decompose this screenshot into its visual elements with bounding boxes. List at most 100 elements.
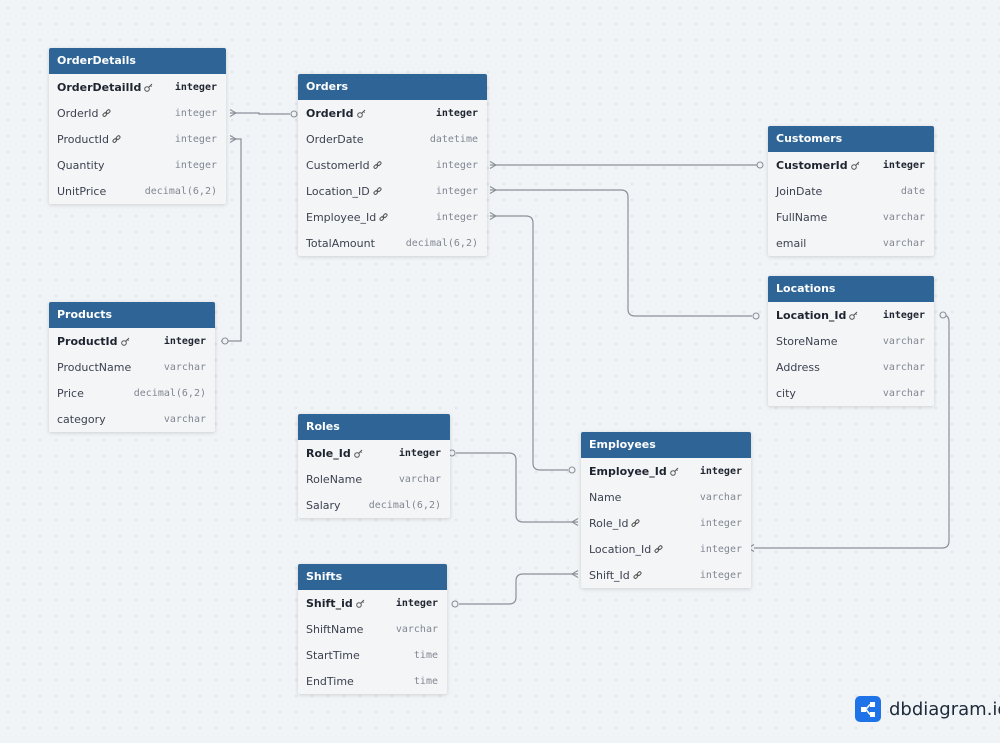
- field-type: varchar: [882, 387, 925, 399]
- link-icon: [101, 108, 111, 118]
- field-name: Employee_Id: [306, 210, 377, 224]
- brand-name: dbdiagram.io: [889, 698, 1000, 720]
- field-name: CustomerId: [306, 158, 370, 172]
- table-header[interactable]: OrderDetails: [49, 48, 226, 74]
- one-end-marker: [752, 312, 760, 320]
- table-header[interactable]: Employees: [581, 432, 751, 458]
- one-end-marker: [290, 110, 298, 118]
- field-name: FullName: [776, 210, 828, 224]
- table-header[interactable]: Locations: [768, 276, 934, 302]
- one-end-marker: [221, 337, 229, 345]
- field-type: integer: [174, 81, 217, 93]
- one-end-marker: [568, 466, 576, 474]
- field-type: varchar: [395, 623, 438, 635]
- field-row[interactable]: ShiftName varchar: [298, 616, 447, 642]
- field-name: OrderId: [57, 106, 99, 120]
- field-name: ShiftName: [306, 622, 364, 636]
- link-icon: [373, 160, 382, 170]
- field-row[interactable]: FullName varchar: [768, 204, 934, 230]
- field-name: StoreName: [776, 334, 838, 348]
- field-row[interactable]: Role_Id integer: [298, 440, 450, 466]
- field-name: Price: [57, 386, 84, 400]
- table-header[interactable]: Shifts: [298, 564, 447, 590]
- field-type: integer: [435, 159, 478, 171]
- field-type: integer: [882, 159, 925, 171]
- many-end-marker: [229, 135, 238, 143]
- field-type: integer: [398, 447, 441, 459]
- field-type: integer: [174, 133, 217, 145]
- field-name: OrderDate: [306, 132, 364, 146]
- many-end-marker: [489, 186, 498, 194]
- field-type: varchar: [699, 491, 742, 503]
- share-nodes-icon: [855, 696, 881, 722]
- field-name: Role_Id: [306, 446, 351, 460]
- field-name: category: [57, 412, 106, 426]
- field-name: CustomerId: [776, 158, 848, 172]
- field-type: decimal(6,2): [368, 499, 441, 511]
- key-icon: [356, 109, 366, 118]
- field-name: RoleName: [306, 472, 363, 486]
- field-type: integer: [699, 543, 742, 555]
- field-row[interactable]: ProductId integer: [49, 328, 215, 354]
- table-header[interactable]: Roles: [298, 414, 450, 440]
- field-row[interactable]: RoleName varchar: [298, 466, 450, 492]
- table-header[interactable]: Products: [49, 302, 215, 328]
- dbdiagram-logo[interactable]: dbdiagram.io: [855, 696, 1000, 722]
- field-name: EndTime: [306, 674, 354, 688]
- field-type: varchar: [882, 211, 925, 223]
- field-name: Location_Id: [589, 542, 652, 556]
- field-type: varchar: [163, 413, 206, 425]
- field-name: email: [776, 236, 807, 250]
- field-row[interactable]: Name varchar: [581, 484, 751, 510]
- table-header[interactable]: Customers: [768, 126, 934, 152]
- field-row[interactable]: CustomerId integer: [768, 152, 934, 178]
- field-type: integer: [699, 569, 742, 581]
- field-type: integer: [163, 335, 206, 347]
- key-icon: [355, 599, 365, 608]
- key-icon: [850, 161, 860, 170]
- link-icon: [633, 570, 642, 580]
- field-row[interactable]: CustomerId integer: [298, 152, 487, 178]
- field-type: varchar: [163, 361, 206, 373]
- field-row[interactable]: Location_Id integer: [581, 536, 751, 562]
- table-header[interactable]: Orders: [298, 74, 487, 100]
- field-name: Name: [589, 490, 622, 504]
- field-type: time: [413, 649, 438, 661]
- field-row[interactable]: category varchar: [49, 406, 215, 432]
- field-type: varchar: [398, 473, 441, 485]
- field-name: ProductId: [57, 334, 118, 348]
